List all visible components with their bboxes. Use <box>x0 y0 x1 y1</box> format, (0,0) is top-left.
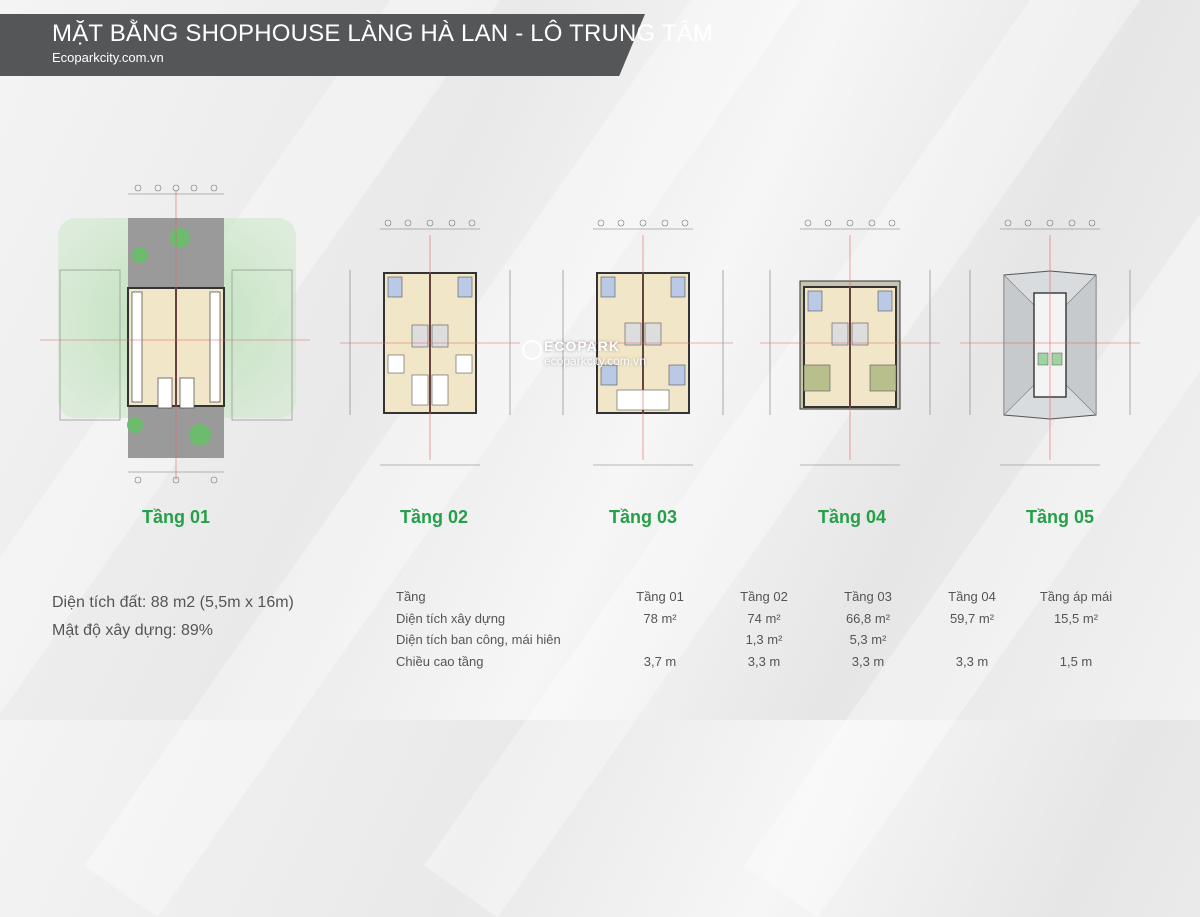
floor-label-02: Tầng 02 <box>399 507 469 527</box>
spec-cell: 3,3 m <box>851 653 885 669</box>
spec-cell: 3,3 m <box>955 653 989 669</box>
spec-header-cell: Tầng <box>396 589 426 605</box>
watermark-brand: ECOPARK <box>544 338 620 354</box>
spec-row-balcony-area: Diện tích ban công, mái hiên 1,3 m² 5,3 … <box>396 629 1128 651</box>
spec-cell: 59,7 m² <box>949 610 995 626</box>
land-area-text: Diện tích đất: 88 m2 (5,5m x 16m) <box>52 594 294 611</box>
title-banner <box>0 14 645 76</box>
spec-table: Tầng Tầng 01 Tầng 02 Tầng 03 Tầng 04 Tần… <box>396 586 1128 672</box>
spec-cell <box>608 629 712 651</box>
spec-cell: 66,8 m² <box>845 610 891 626</box>
spec-cell: 15,5 m² <box>1053 610 1099 626</box>
watermark-site: ecoparkcity.com.vn <box>544 354 646 368</box>
spec-cell: 3,7 m <box>643 653 677 669</box>
spec-cell: 1,3 m² <box>745 632 783 648</box>
floor-label-03: Tầng 03 <box>608 507 678 527</box>
floor-plan-03 <box>553 219 733 466</box>
floor-plan-02 <box>340 219 520 466</box>
spec-header-cell: Tầng 02 <box>740 589 788 605</box>
spec-cell <box>920 629 1024 651</box>
floor-label-01: Tầng 01 <box>141 507 211 527</box>
spec-cell: 3,3 m <box>747 653 781 669</box>
spec-cell: Chiều cao tầng <box>396 653 484 669</box>
spec-row-floor-height: Chiều cao tầng 3,7 m 3,3 m 3,3 m 3,3 m 1… <box>396 651 1128 673</box>
spec-header-row: Tầng Tầng 01 Tầng 02 Tầng 03 Tầng 04 Tần… <box>396 586 1128 608</box>
ecopark-watermark: ECOPARK ecoparkcity.com.vn <box>522 338 646 368</box>
spec-cell <box>1024 629 1128 651</box>
spec-header-cell: Tầng 01 <box>636 589 684 605</box>
floor-label-05: Tầng 05 <box>1025 507 1095 527</box>
floor-plan-05 <box>960 219 1140 466</box>
page-subtitle: Ecoparkcity.com.vn <box>52 50 164 65</box>
ecopark-logo-icon <box>522 340 542 360</box>
density-text: Mật độ xây dựng: 89% <box>52 622 214 639</box>
spec-row-build-area: Diện tích xây dựng 78 m² 74 m² 66,8 m² 5… <box>396 608 1128 630</box>
spec-cell: 78 m² <box>643 610 677 626</box>
spec-cell: 1,5 m <box>1059 653 1093 669</box>
spec-cell: 5,3 m² <box>849 632 887 648</box>
floor-plan-01 <box>40 184 310 484</box>
spec-cell: Diện tích ban công, mái hiên <box>396 632 561 648</box>
floor-label-04: Tầng 04 <box>817 507 887 527</box>
spec-cell: Diện tích xây dựng <box>396 610 506 626</box>
spec-cell: 74 m² <box>747 610 781 626</box>
spec-header-cell: Tầng 04 <box>948 589 996 605</box>
page-title: MẶT BẰNG SHOPHOUSE LÀNG HÀ LAN - LÔ TRUN… <box>52 20 714 47</box>
spec-header-cell: Tầng áp mái <box>1039 589 1113 605</box>
spec-header-cell: Tầng 03 <box>844 589 892 605</box>
floor-plan-04 <box>760 219 940 466</box>
